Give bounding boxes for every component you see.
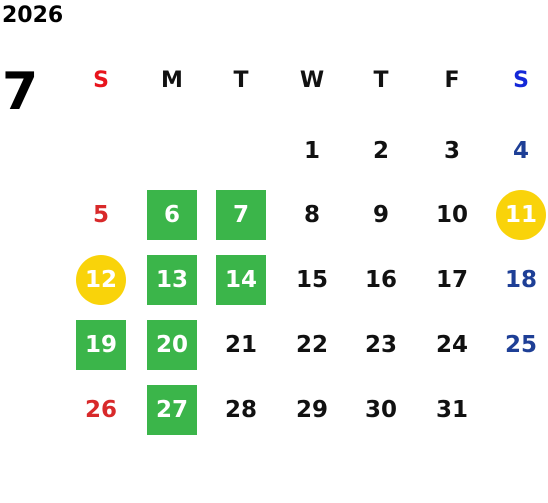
weekday-header-thursday: T bbox=[373, 68, 389, 93]
day-cell-2: 2 bbox=[372, 138, 389, 164]
day-cell-29: 29 bbox=[295, 397, 328, 423]
day-cell-20: 20 bbox=[147, 320, 197, 370]
weekday-header-wednesday: W bbox=[299, 68, 325, 93]
day-cell-16: 16 bbox=[364, 267, 397, 293]
day-cell-1: 1 bbox=[303, 138, 320, 164]
day-cell-26: 26 bbox=[84, 397, 117, 423]
day-cell-17: 17 bbox=[435, 267, 468, 293]
day-cell-21: 21 bbox=[224, 332, 257, 358]
day-cell-10: 10 bbox=[435, 202, 468, 228]
day-cell-30: 30 bbox=[364, 397, 397, 423]
day-cell-14: 14 bbox=[216, 255, 266, 305]
day-cell-19: 19 bbox=[76, 320, 126, 370]
day-cell-8: 8 bbox=[303, 202, 320, 228]
day-cell-25: 25 bbox=[504, 332, 537, 358]
day-cell-11: 11 bbox=[496, 190, 546, 240]
day-cell-22: 22 bbox=[295, 332, 328, 358]
day-cell-24: 24 bbox=[435, 332, 468, 358]
day-cell-12: 12 bbox=[76, 255, 126, 305]
day-cell-6: 6 bbox=[147, 190, 197, 240]
day-cell-28: 28 bbox=[224, 397, 257, 423]
day-cell-13: 13 bbox=[147, 255, 197, 305]
day-cell-7: 7 bbox=[216, 190, 266, 240]
day-cell-9: 9 bbox=[372, 202, 389, 228]
month-label: 7 bbox=[2, 62, 39, 122]
day-cell-18: 18 bbox=[504, 267, 537, 293]
day-cell-5: 5 bbox=[92, 202, 109, 228]
weekday-header-tuesday: T bbox=[233, 68, 249, 93]
year-label: 2026 bbox=[2, 3, 64, 28]
day-cell-27: 27 bbox=[147, 385, 197, 435]
day-cell-31: 31 bbox=[435, 397, 468, 423]
weekday-header-friday: F bbox=[444, 68, 460, 93]
weekday-header-monday: M bbox=[161, 68, 183, 93]
day-cell-23: 23 bbox=[364, 332, 397, 358]
weekday-header-sunday: S bbox=[93, 68, 109, 93]
day-cell-15: 15 bbox=[295, 267, 328, 293]
day-cell-3: 3 bbox=[443, 138, 460, 164]
weekday-header-saturday: S bbox=[513, 68, 529, 93]
day-cell-4: 4 bbox=[512, 138, 529, 164]
